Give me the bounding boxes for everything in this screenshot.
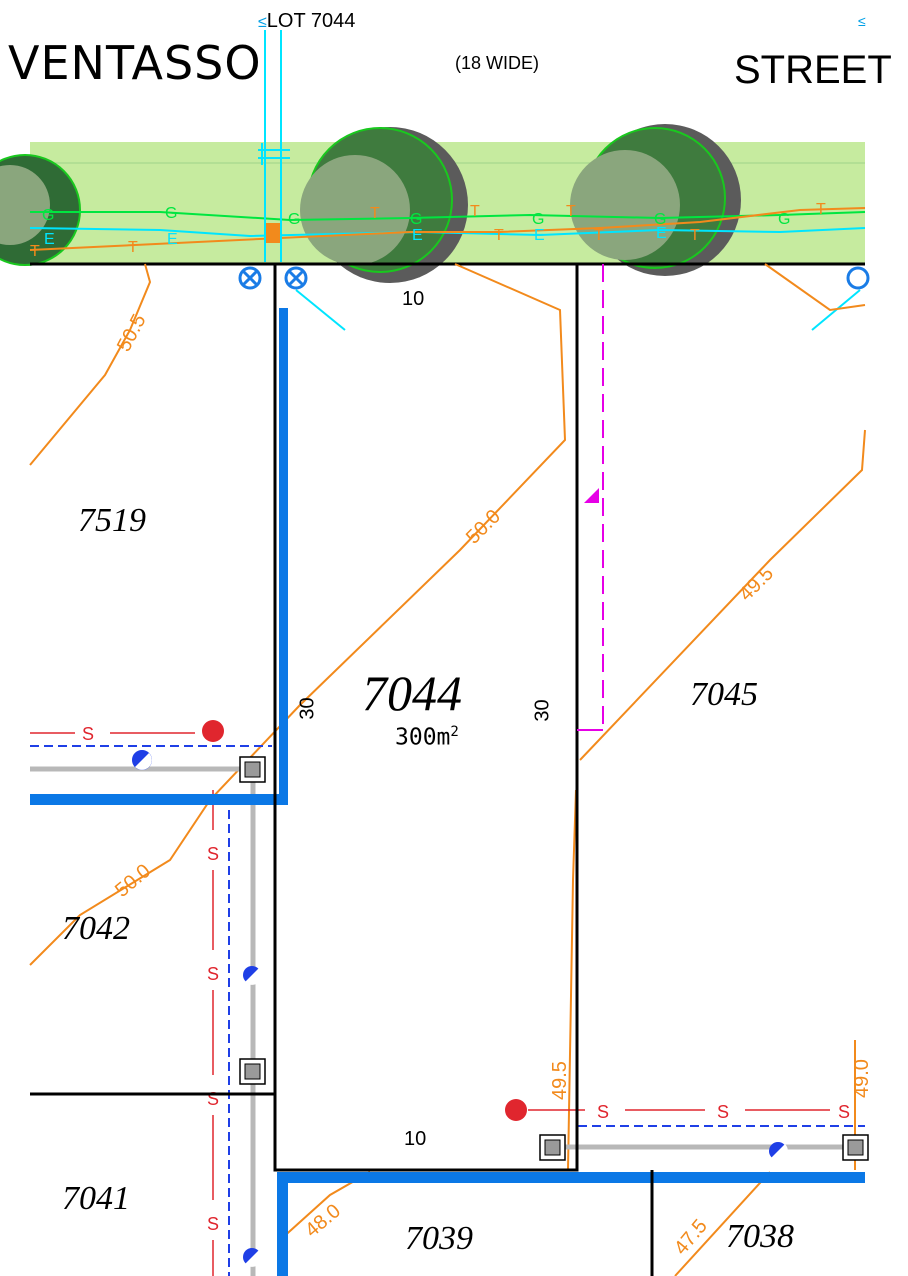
svg-text:E: E xyxy=(167,231,178,248)
svg-text:G: G xyxy=(654,211,666,228)
lot-number[interactable]: 7041 xyxy=(62,1180,130,1217)
svg-text:G: G xyxy=(778,211,790,228)
sewer-junction-icon xyxy=(202,720,224,742)
svg-text:S: S xyxy=(82,724,94,744)
svg-text:G: G xyxy=(288,211,300,228)
pit-icon xyxy=(239,756,266,783)
dimension-side-right: 30 xyxy=(531,699,554,722)
tree-icon xyxy=(0,154,81,266)
meter-icon xyxy=(132,750,152,770)
svg-text:T: T xyxy=(370,205,380,222)
svg-text:T: T xyxy=(816,201,826,218)
lot-number[interactable]: 7042 xyxy=(62,910,130,947)
svg-text:E: E xyxy=(534,227,545,244)
street-name-left: VENTASSO xyxy=(8,36,262,90)
svg-text:S: S xyxy=(597,1102,609,1122)
dimension-frontage: 10 xyxy=(402,288,425,310)
conduit-lines xyxy=(30,766,848,1276)
lot-number[interactable]: 7038 xyxy=(726,1218,794,1255)
valve-icon xyxy=(284,266,308,290)
service-lead xyxy=(295,289,346,331)
contour-label: 49.0 xyxy=(851,1059,873,1098)
svg-text:S: S xyxy=(207,1214,219,1234)
svg-text:G: G xyxy=(532,211,544,228)
area-unit: 2 xyxy=(450,724,459,740)
svg-text:T: T xyxy=(470,203,480,220)
svg-text:S: S xyxy=(207,844,219,864)
marker-icon xyxy=(584,488,599,503)
svg-text:G: G xyxy=(165,205,177,222)
service-letters: G E T G E T G T G E T T G E T T G E T G … xyxy=(30,201,826,260)
meter-icon xyxy=(243,1248,262,1267)
street-width: (18 WIDE) xyxy=(455,53,540,73)
lot-reference-text: LOT 7044 xyxy=(266,10,356,32)
svg-text:E: E xyxy=(412,227,423,244)
lot-reference: ≤LOT 7044 xyxy=(258,10,355,33)
svg-text:T: T xyxy=(30,243,40,260)
lot-number[interactable]: 7045 xyxy=(690,676,758,713)
lot-number[interactable]: 7519 xyxy=(78,502,146,539)
contour-lines xyxy=(29,263,866,1276)
pit-icon xyxy=(239,1058,266,1085)
svg-text:S: S xyxy=(207,964,219,984)
electric-main xyxy=(29,227,866,238)
svg-text:E: E xyxy=(656,225,667,242)
subject-lot-area: 300m2 xyxy=(395,724,459,751)
street-name-right: STREET xyxy=(734,48,892,92)
chevron-icon: ≤ xyxy=(258,14,267,31)
svg-text:T: T xyxy=(594,227,604,244)
easement-line xyxy=(577,264,604,731)
svg-text:G: G xyxy=(410,211,422,228)
svg-text:E: E xyxy=(44,231,55,248)
svg-text:T: T xyxy=(128,239,138,256)
retaining-wall xyxy=(30,308,865,1276)
chevron-icon: ≤ xyxy=(858,13,866,29)
dimension-side-left: 30 xyxy=(296,697,319,720)
contour-label: 49.5 xyxy=(549,1061,571,1100)
svg-text:G: G xyxy=(42,207,54,224)
meter-icon xyxy=(769,1142,788,1161)
area-value: 300m xyxy=(395,724,451,751)
svg-text:T: T xyxy=(566,203,576,220)
water-lines xyxy=(30,745,865,1276)
contour-label: 49.5 xyxy=(735,562,778,605)
svg-text:T: T xyxy=(690,227,700,244)
sewer-lines xyxy=(30,732,830,1276)
contour-label: 47.5 xyxy=(670,1215,712,1259)
dimension-rear: 10 xyxy=(404,1128,427,1150)
svg-text:S: S xyxy=(207,1089,219,1109)
service-connection xyxy=(258,30,290,262)
meter-icon xyxy=(243,966,262,985)
sewer-junction-icon xyxy=(505,1099,527,1121)
contour-label: 50.0 xyxy=(111,860,155,902)
contour-label: 48.0 xyxy=(301,1200,345,1242)
telecom-main xyxy=(29,207,866,251)
valve-icon xyxy=(238,266,262,290)
svg-text:S: S xyxy=(838,1102,850,1122)
pit-icon xyxy=(842,1134,869,1161)
contour-label: 50.5 xyxy=(113,311,151,356)
valve-icon xyxy=(846,266,870,290)
svg-text:S: S xyxy=(717,1102,729,1122)
lot-boundaries xyxy=(30,264,654,1276)
subject-lot-number[interactable]: 7044 xyxy=(362,665,462,721)
pit-icon xyxy=(539,1134,566,1161)
lot-number[interactable]: 7039 xyxy=(405,1220,473,1257)
svg-text:T: T xyxy=(494,227,504,244)
